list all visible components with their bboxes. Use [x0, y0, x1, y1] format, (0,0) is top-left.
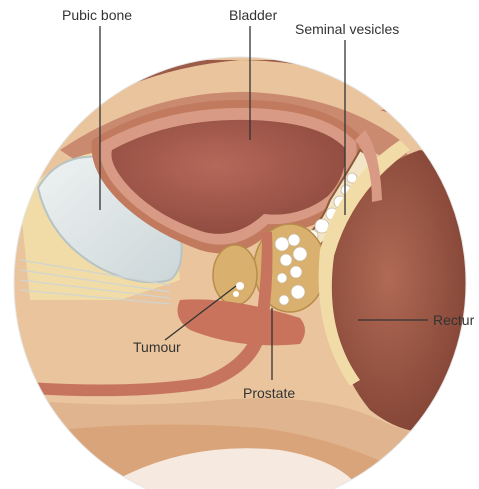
- label-seminal-vesicles: Seminal vesicles: [295, 21, 399, 37]
- label-tumour: Tumour: [133, 339, 181, 355]
- label-rectum: Rectur: [433, 312, 475, 328]
- label-bladder: Bladder: [229, 7, 278, 23]
- label-prostate: Prostate: [243, 385, 295, 401]
- label-pubic-bone: Pubic bone: [62, 7, 132, 23]
